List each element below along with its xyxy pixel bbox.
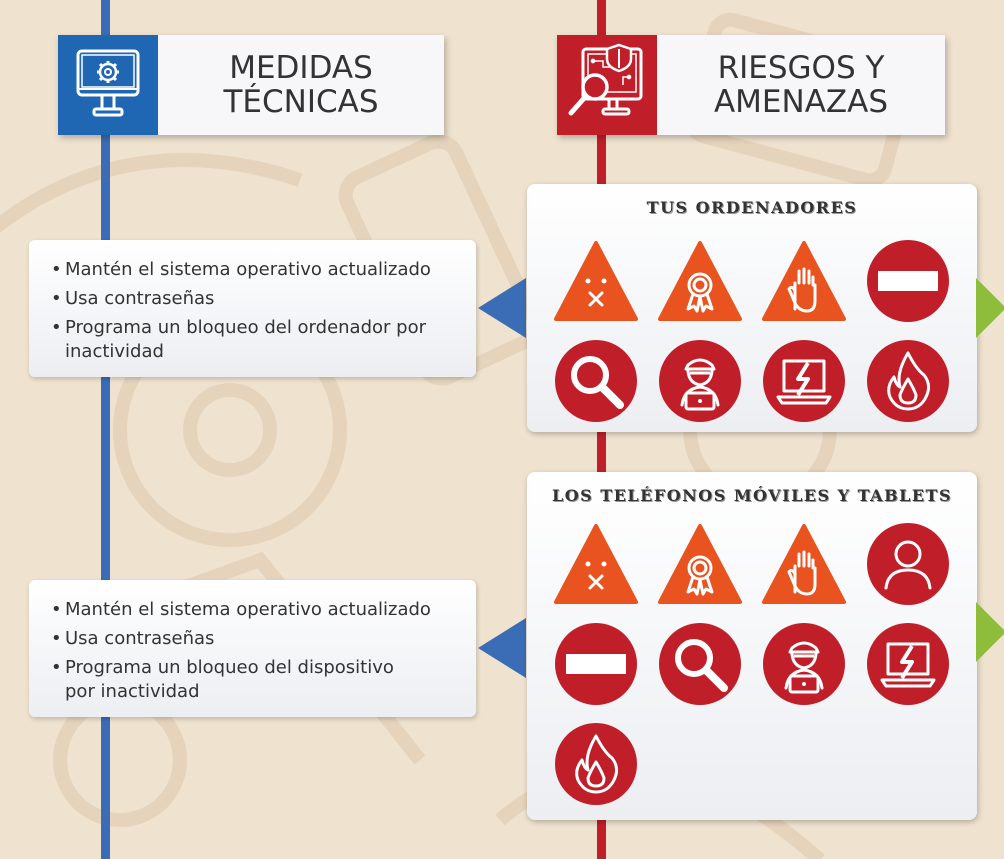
risks-panel-mobile: LOS TELÉFONOS MÓVILES Y TABLETS <box>527 472 977 820</box>
broken-laptop-icon <box>866 622 950 706</box>
stop-hand-warning-icon <box>762 239 846 323</box>
measures-box-mobile: Mantén el sistema operativo actualizado … <box>29 580 476 717</box>
risks-panel-computers: TUS ORDENADORES <box>527 184 977 432</box>
measures-timeline <box>101 0 110 859</box>
award-warning-icon <box>658 522 742 606</box>
measure-item: Usa contraseñas <box>51 287 456 311</box>
user-icon <box>866 522 950 606</box>
no-entry-icon <box>866 239 950 323</box>
measure-item: Usa contraseñas <box>51 627 456 651</box>
award-warning-icon <box>658 239 742 323</box>
monitor-gear-icon <box>58 35 158 135</box>
measure-item: Programa un bloqueo del ordenador por in… <box>51 316 456 364</box>
fire-icon <box>554 722 638 806</box>
no-entry-icon <box>554 622 638 706</box>
measures-header: MEDIDAS TÉCNICAS <box>58 35 444 135</box>
risks-panel-title: TUS ORDENADORES <box>646 198 858 217</box>
measure-item: Mantén el sistema operativo actualizado <box>51 258 456 282</box>
left-pointer-arrow <box>478 618 526 678</box>
risks-title: RIESGOS Y AMENAZAS <box>713 50 889 120</box>
right-pointer-arrow <box>976 602 1004 662</box>
stop-hand-warning-icon <box>762 522 846 606</box>
measure-item: Programa un bloqueo del dispositivo por … <box>51 656 456 704</box>
measures-box-computers: Mantén el sistema operativo actualizado … <box>29 240 476 377</box>
monitor-shield-magnifier-icon <box>557 35 657 135</box>
broken-laptop-icon <box>762 339 846 423</box>
dead-face-warning-icon <box>554 239 638 323</box>
magnifier-icon <box>554 339 638 423</box>
measures-title: MEDIDAS TÉCNICAS <box>223 50 379 120</box>
fire-icon <box>866 339 950 423</box>
risks-panel-title: LOS TELÉFONOS MÓVILES Y TABLETS <box>551 486 953 505</box>
dead-face-warning-icon <box>554 522 638 606</box>
right-pointer-arrow <box>976 278 1004 338</box>
hacker-icon <box>762 622 846 706</box>
measure-item: Mantén el sistema operativo actualizado <box>51 598 456 622</box>
magnifier-icon <box>658 622 742 706</box>
risks-header: RIESGOS Y AMENAZAS <box>557 35 945 135</box>
left-pointer-arrow <box>478 278 526 338</box>
hacker-icon <box>658 339 742 423</box>
